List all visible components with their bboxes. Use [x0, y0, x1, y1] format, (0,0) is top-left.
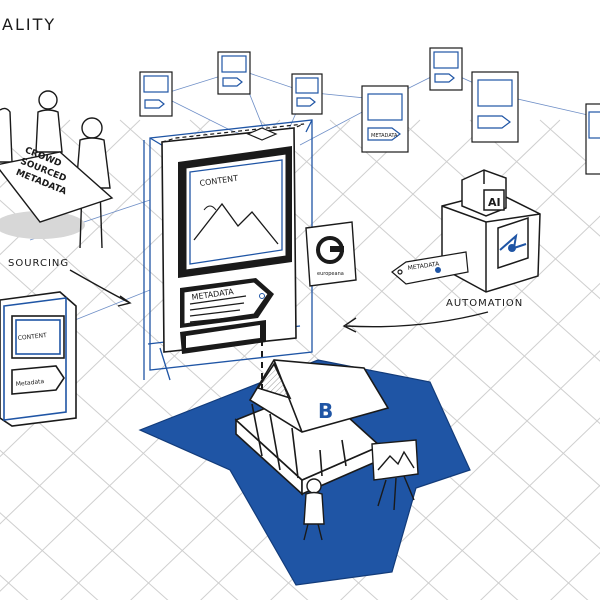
- ai-label: AI: [488, 196, 501, 209]
- left-cabinet: [0, 292, 76, 426]
- small-cabinet: [472, 72, 518, 142]
- small-cabinet: [140, 72, 172, 116]
- europeana-logo-caption: europeana: [317, 271, 344, 277]
- small-cabinet: [292, 74, 322, 114]
- gear-icon: [508, 244, 516, 252]
- crowdsourcing-label: SOURCING: [8, 258, 69, 269]
- small-cabinet-metadata-label: METADATA: [371, 133, 398, 139]
- page-title: ALITY: [2, 15, 56, 34]
- small-cabinet: [218, 52, 250, 94]
- small-cabinet: [430, 48, 462, 90]
- institution-letter: B: [318, 399, 333, 423]
- automation-arrow: [346, 312, 488, 327]
- small-cabinet: [586, 104, 600, 174]
- automation-label: AUTOMATION: [446, 298, 523, 309]
- main-cabinet: [144, 120, 312, 380]
- small-cabinet: METADATA: [362, 86, 408, 152]
